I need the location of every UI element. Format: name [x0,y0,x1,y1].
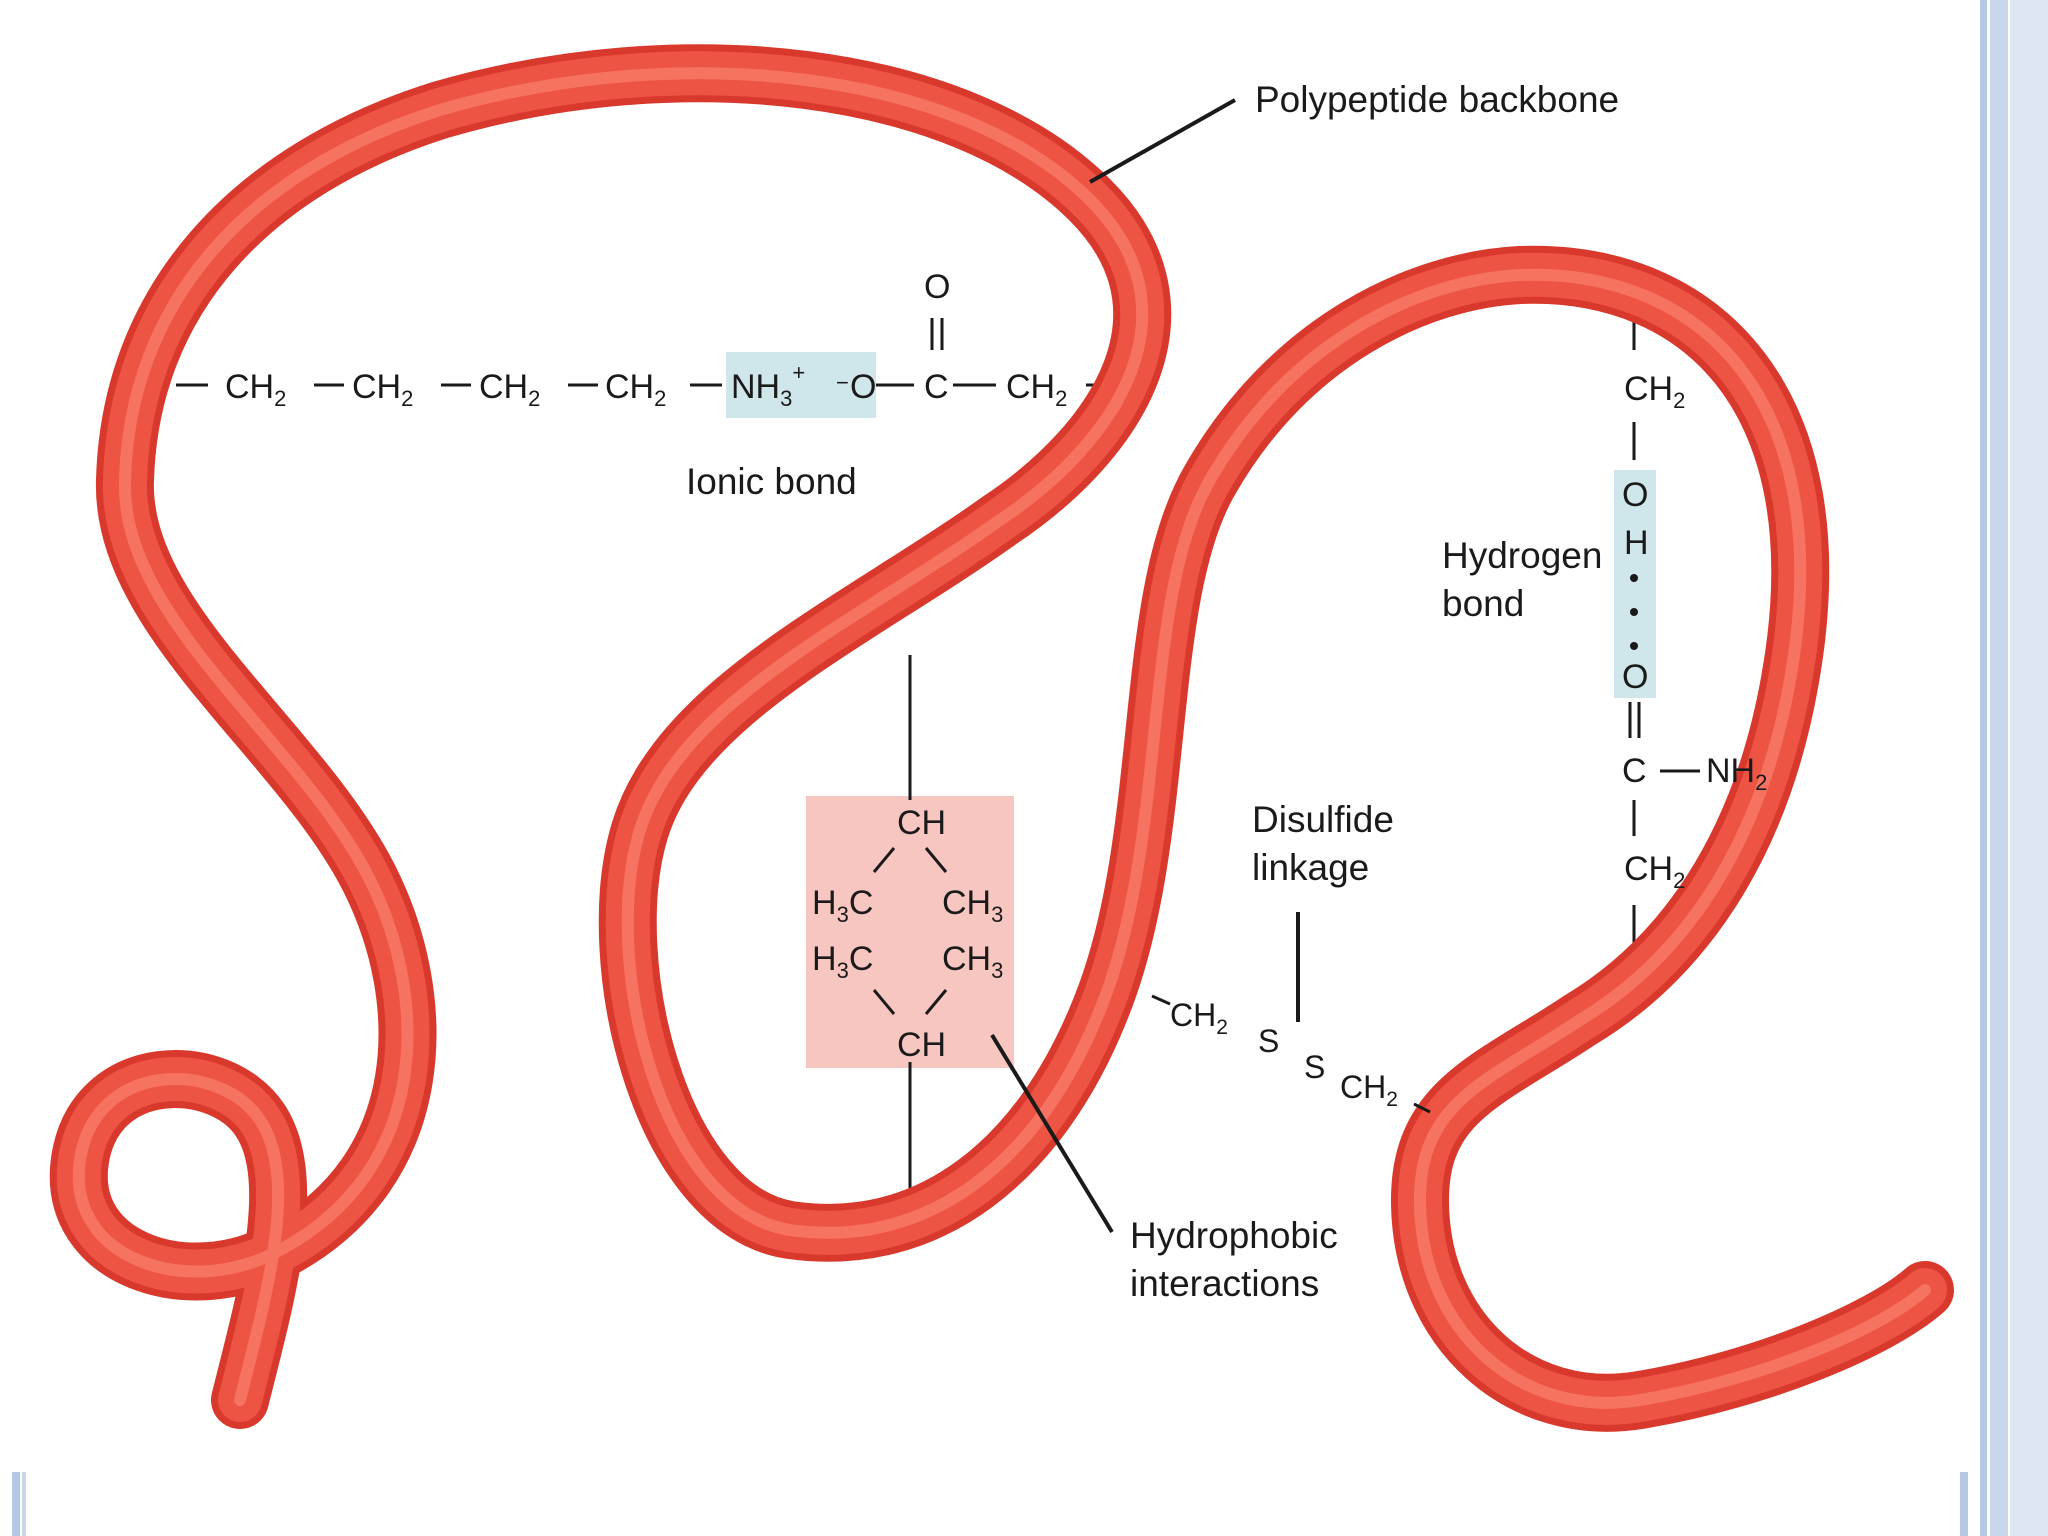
hydrophobic-label-line2: interactions [1130,1263,1319,1304]
hydrogen-chain: CH2 O H O C NH2 CH2 [1622,370,1767,893]
hydrophobic-leader-line [990,1033,1114,1234]
svg-text:S: S [1304,1049,1325,1085]
frame-accent-bar [1960,1472,1968,1536]
svg-text:NH2: NH2 [1706,752,1767,795]
hydrophobic-label-line1: Hydrophobic [1130,1215,1338,1256]
disulfide-label-line1: Disulfide [1252,799,1394,840]
nh3-plus: NH3+ [731,360,805,411]
disulfide-label-line2: linkage [1252,847,1369,888]
disulfide-chain: CH2 S S CH2 [1151,994,1431,1114]
svg-text:CH2: CH2 [1006,368,1067,411]
svg-text:CH2: CH2 [1624,370,1685,413]
ionic-bond-label: Ionic bond [686,461,857,502]
frame-accent-bar [22,1472,26,1536]
frame-accent-bar [12,1472,20,1536]
frame-accent-bar [2010,0,2048,1536]
svg-text:CH3: CH3 [942,884,1003,927]
hydrogen-bond-label-line1: Hydrogen [1442,535,1602,576]
polypeptide-backbone [49,44,1954,1432]
ionic-bond-highlight [726,352,876,418]
svg-text:C: C [924,368,949,406]
svg-text:C: C [1622,752,1647,790]
hydrogen-bond-label-line2: bond [1442,583,1524,624]
svg-text:H: H [1624,524,1649,562]
svg-text:H3C: H3C [812,940,873,983]
ionic-chain: CH2 CH2 CH2 CH2 NH3+ − O C O CH2 [225,268,1067,411]
svg-text:CH2: CH2 [605,368,666,411]
svg-text:CH2: CH2 [1170,997,1228,1039]
svg-text:H3C: H3C [812,884,873,927]
svg-text:CH2: CH2 [352,368,413,411]
svg-text:O: O [924,268,950,306]
svg-text:CH: CH [897,804,946,842]
svg-text:O: O [1622,476,1648,514]
svg-text:CH: CH [897,1026,946,1064]
svg-text:CH2: CH2 [1340,1069,1398,1111]
svg-text:CH2: CH2 [1624,850,1685,893]
frame-accent-bar [1990,0,2008,1536]
hydrogen-bond-highlight [1614,470,1656,698]
backbone-leader-line [1089,98,1236,184]
hydrophobic-group: CH H3C CH3 H3C CH3 CH [812,804,1003,1064]
svg-text:O: O [1622,658,1648,696]
svg-text:S: S [1258,1023,1279,1059]
svg-text:CH3: CH3 [942,940,1003,983]
svg-text:CH2: CH2 [479,368,540,411]
frame-accent-bar [1980,0,1987,1536]
hydrophobic-highlight [806,796,1014,1068]
svg-text:−: − [836,370,849,395]
polypeptide-backbone-label: Polypeptide backbone [1255,79,1619,120]
svg-text:O: O [850,368,876,406]
svg-text:CH2: CH2 [225,368,286,411]
